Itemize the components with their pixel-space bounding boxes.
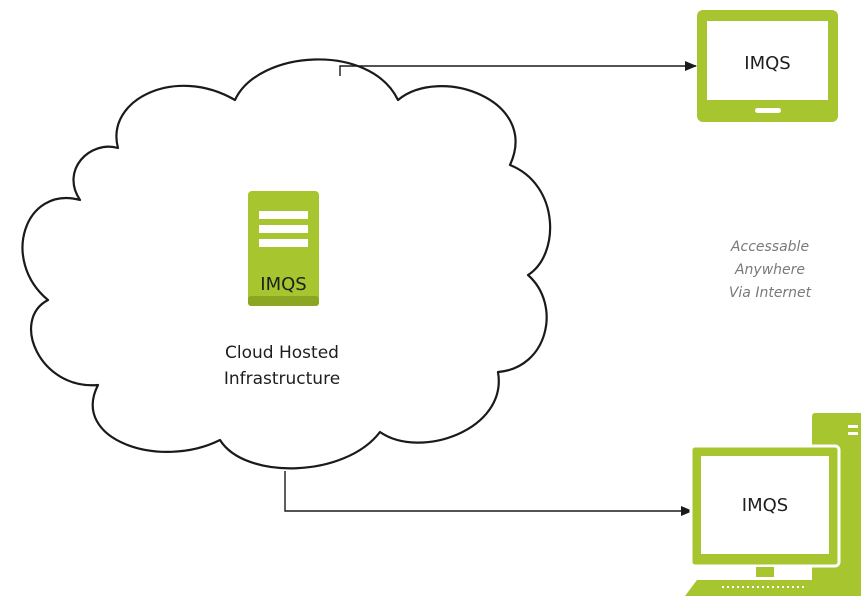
server-icon: IMQS [248, 191, 319, 306]
connector-arrow-to-desktop [284, 471, 693, 516]
note-line3: Via Internet [729, 285, 812, 301]
connector-arrow-to-tablet [339, 61, 697, 76]
tablet-icon: IMQS [697, 10, 838, 122]
cloud-caption-line1: Cloud Hosted [225, 343, 339, 363]
desktop-computer-icon: IMQS [685, 413, 861, 596]
server-label: IMQS [260, 274, 306, 295]
note-line2: Anywhere [734, 262, 805, 278]
tablet-label: IMQS [744, 53, 790, 74]
desktop-label: IMQS [742, 495, 788, 516]
cloud-caption-line2: Infrastructure [224, 369, 340, 389]
note-line1: Accessable [730, 239, 809, 255]
